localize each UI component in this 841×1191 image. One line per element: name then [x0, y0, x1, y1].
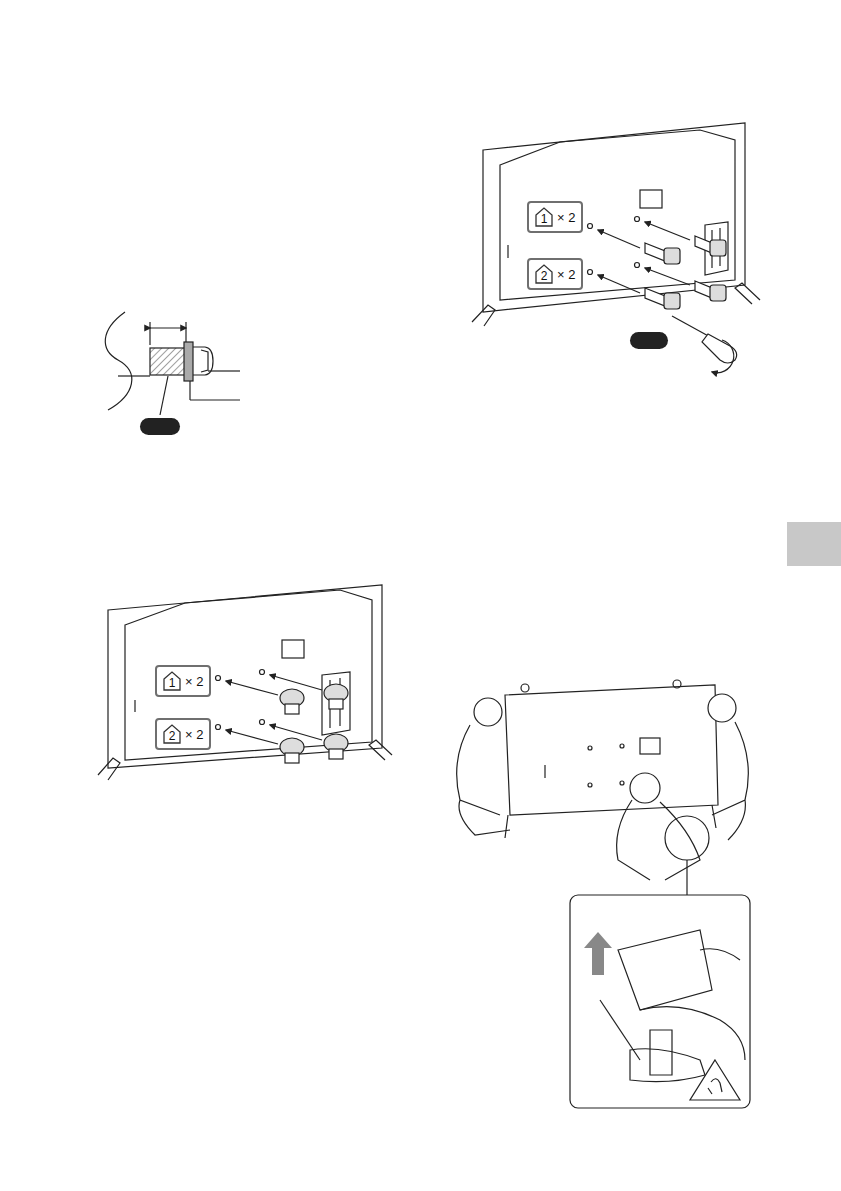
quantity-callout: 2 × 2 [155, 718, 211, 750]
step-icon: 2 [163, 724, 181, 744]
quantity-text: × 2 [557, 210, 575, 225]
section-tab [787, 522, 841, 566]
step-number: 2 [163, 724, 181, 743]
quantity-callout: 1 × 2 [527, 201, 583, 233]
step-icon: 1 [163, 671, 181, 691]
quantity-text: × 2 [557, 267, 575, 282]
tv-back-view [98, 585, 392, 780]
step-number: 2 [535, 264, 553, 283]
part-tag [140, 418, 180, 435]
part-tag [630, 332, 668, 349]
step-number: 1 [535, 207, 553, 226]
tv-back-view [472, 123, 760, 373]
lifting-scene [457, 680, 750, 1108]
quantity-callout: 1 × 2 [155, 665, 211, 697]
quantity-callout: 2 × 2 [527, 258, 583, 290]
step-number: 1 [163, 671, 181, 690]
quantity-text: × 2 [185, 727, 203, 742]
step-icon: 1 [535, 207, 553, 227]
step-icon: 2 [535, 264, 553, 284]
quantity-text: × 2 [185, 674, 203, 689]
bolt-section [105, 312, 240, 415]
